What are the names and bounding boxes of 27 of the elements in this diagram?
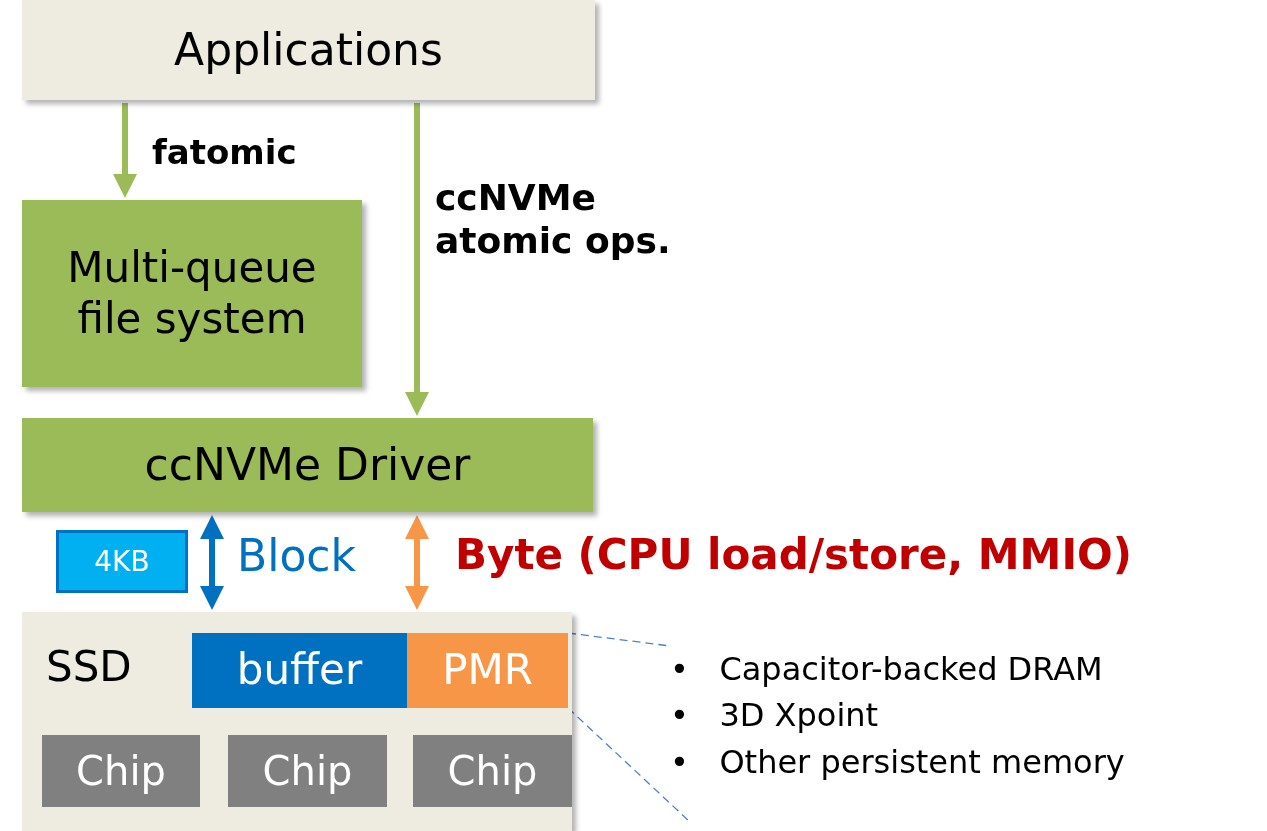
bullet-item: • 3D Xpoint [670, 695, 880, 737]
device-label: SSD [46, 642, 132, 693]
device-box [22, 612, 572, 831]
arrow [405, 103, 429, 416]
chip-box [228, 735, 387, 807]
block-size-box [56, 530, 188, 593]
box-label: Applications [174, 23, 443, 77]
pmr-box [407, 633, 568, 708]
double-arrow [405, 515, 429, 610]
box-label: ccNVMe Driver [144, 438, 471, 492]
box-label: Chip [76, 747, 166, 795]
layer-box [22, 0, 595, 100]
box-label: PMR [442, 645, 533, 696]
bullet-item: • Capacitor-backed DRAM [670, 649, 1104, 690]
arrow [113, 103, 137, 198]
chip-box [42, 735, 200, 807]
double-arrow [200, 515, 224, 610]
layer-box [22, 200, 362, 387]
box-label: Multi-queue file system [66, 243, 318, 344]
box-label: 4KB [94, 544, 150, 579]
buffer-box [192, 633, 407, 708]
box-label: buffer [236, 645, 363, 696]
bullet-item: • Other persistent memory [670, 741, 1126, 783]
layer-box [22, 418, 593, 512]
chip-box [413, 735, 572, 807]
box-label: Chip [262, 747, 353, 795]
box-label: Chip [447, 747, 538, 795]
